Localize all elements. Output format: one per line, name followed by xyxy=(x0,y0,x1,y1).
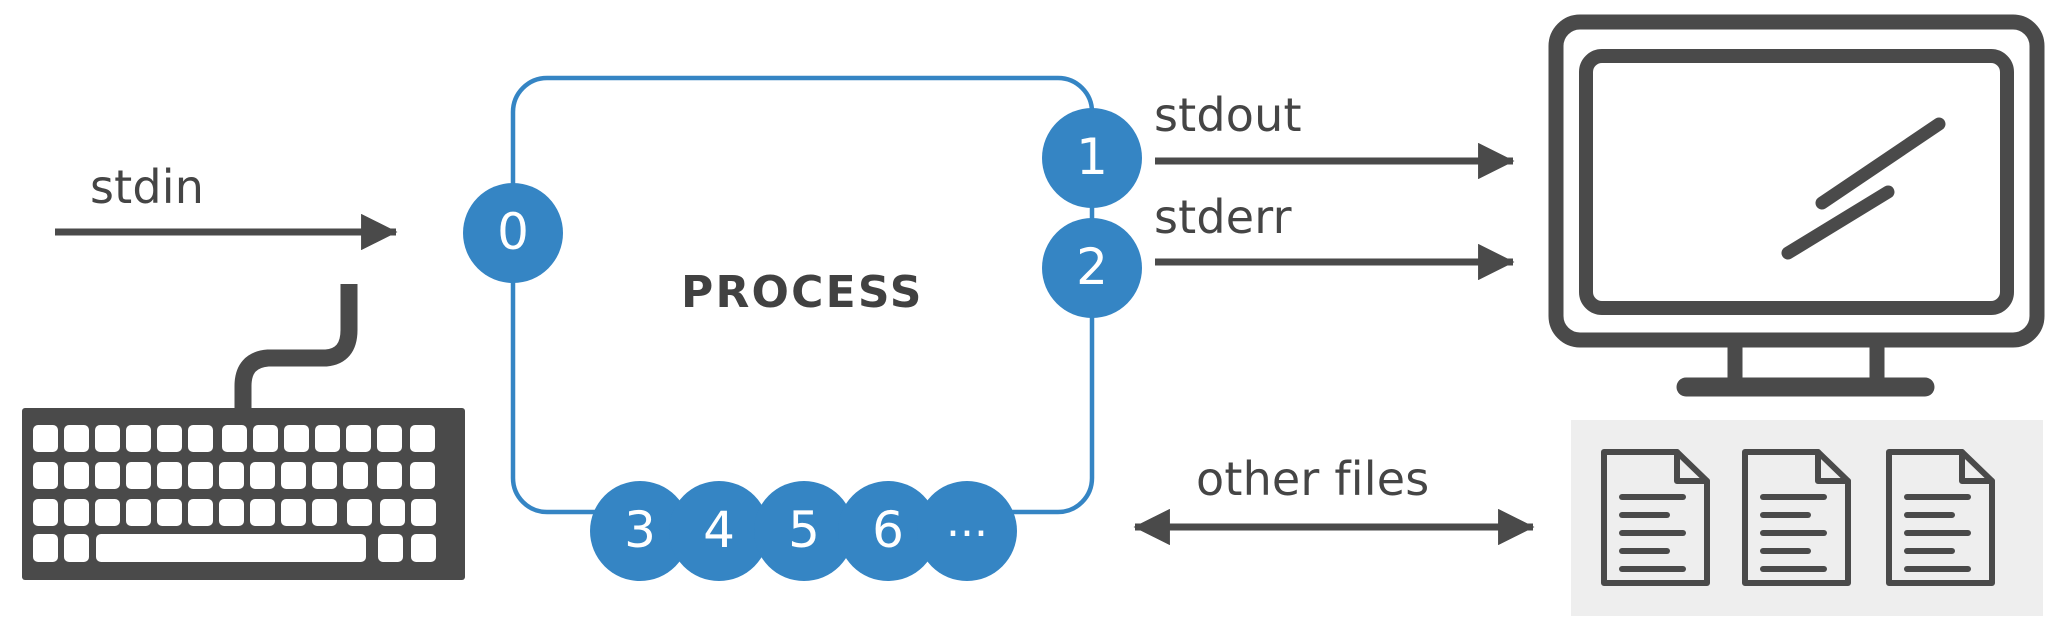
fd-label-more: ... xyxy=(946,496,988,547)
fd-label-2: 2 xyxy=(1076,238,1108,296)
other-files-label: other files xyxy=(1196,452,1430,506)
process-label: PROCESS xyxy=(681,267,924,318)
fd-circle-2[interactable] xyxy=(1042,218,1142,318)
fd-label-1: 1 xyxy=(1076,128,1108,186)
fd-label-4: 4 xyxy=(703,501,735,559)
fd-label-6: 6 xyxy=(872,501,904,559)
stdin-label: stdin xyxy=(90,160,205,214)
document-icon-1 xyxy=(1601,449,1710,586)
stderr-label: stderr xyxy=(1154,190,1292,244)
fd-circle-5[interactable] xyxy=(754,481,854,581)
fd-label-3: 3 xyxy=(624,501,656,559)
fd-label-0: 0 xyxy=(497,203,529,261)
fd-label-5: 5 xyxy=(788,501,820,559)
fd-circle-3[interactable] xyxy=(590,481,690,581)
fd-circle-4[interactable] xyxy=(669,481,769,581)
monitor-icon xyxy=(1548,14,2045,397)
document-icon-3 xyxy=(1886,449,1995,586)
stdout-label: stdout xyxy=(1154,88,1302,142)
keyboard-icon xyxy=(22,408,465,580)
keyboard-cord xyxy=(234,284,358,410)
fd-circle-0[interactable] xyxy=(463,183,563,283)
fd-circle-1[interactable] xyxy=(1042,108,1142,208)
fd-circle-6[interactable] xyxy=(838,481,938,581)
fd-circle-more[interactable] xyxy=(917,481,1017,581)
document-icon-2 xyxy=(1742,449,1851,586)
